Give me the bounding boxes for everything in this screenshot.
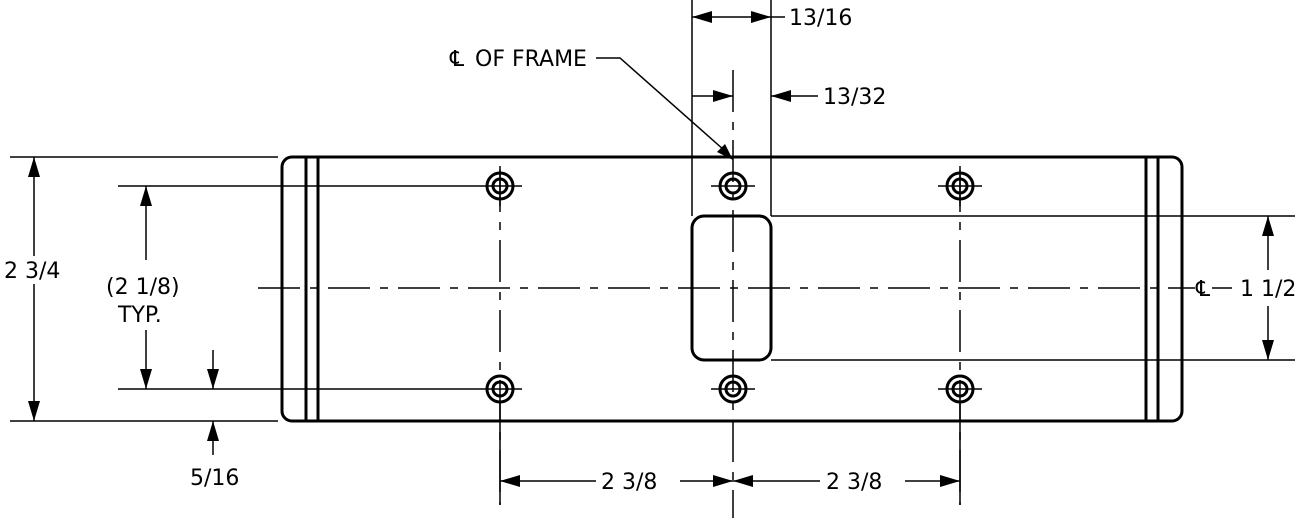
plate-outline xyxy=(280,155,1184,423)
dim-hole-spacing-note: TYP. xyxy=(117,303,162,328)
arrowhead xyxy=(713,90,733,102)
arrowhead xyxy=(207,421,219,441)
frame-center-label: OF FRAME xyxy=(475,47,587,72)
centerline-symbol: ℄ xyxy=(449,47,465,72)
arrowhead xyxy=(751,11,771,23)
arrowhead xyxy=(1262,340,1274,360)
arrowhead xyxy=(207,369,219,389)
leader-line xyxy=(596,57,725,151)
dim-left-spacing: 2 3/8 xyxy=(601,470,657,495)
arrowhead xyxy=(500,475,520,487)
dim-overall-height: 2 3/4 xyxy=(4,259,60,284)
dim-slot-height: 1 1/2 xyxy=(1240,277,1296,302)
mounting-hole xyxy=(711,171,755,201)
arrowhead xyxy=(140,186,152,206)
arrowhead xyxy=(717,144,733,160)
arrowhead xyxy=(1262,216,1274,236)
mounting-hole xyxy=(938,166,982,206)
arrowhead xyxy=(140,369,152,389)
dim-right-spacing: 2 3/8 xyxy=(826,470,882,495)
dim-edge-offset: 5/16 xyxy=(190,466,239,491)
arrowhead xyxy=(771,90,791,102)
arrowhead xyxy=(692,11,712,23)
arrowhead xyxy=(713,475,733,487)
dim-top-offset: 13/32 xyxy=(823,85,886,110)
arrowhead xyxy=(28,157,40,177)
arrowhead xyxy=(940,475,960,487)
mounting-hole xyxy=(478,166,522,206)
mounting-hole xyxy=(711,374,755,404)
dim-hole-spacing: (2 1/8) xyxy=(106,275,180,300)
arrowhead xyxy=(733,475,753,487)
arrowhead xyxy=(28,401,40,421)
right-centerline-symbol: ℄ xyxy=(1195,277,1211,302)
dim-top-width: 13/16 xyxy=(789,6,852,31)
